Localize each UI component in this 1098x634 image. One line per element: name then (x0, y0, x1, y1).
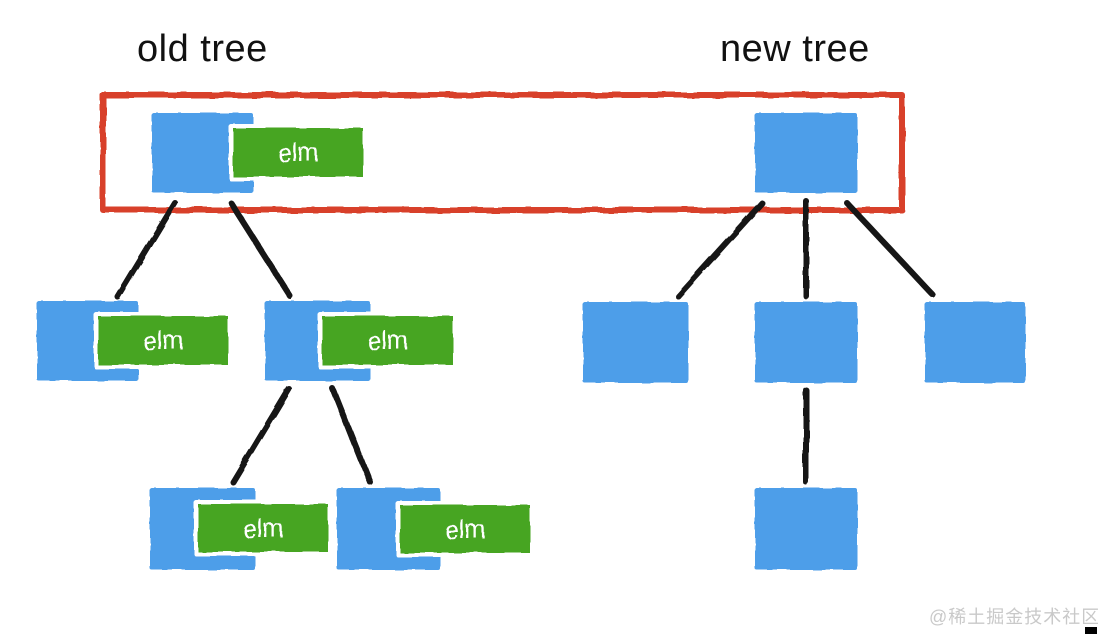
edge-group (115, 198, 935, 485)
new-tree-child-right-node (925, 302, 1025, 383)
old-tree-child-right-elm-label: elm (318, 312, 457, 369)
new-tree-child-middle-node (755, 302, 857, 383)
new-tree-title: new tree (720, 28, 870, 70)
edge-old-root-right (228, 200, 293, 299)
new-tree-grandchild-node (755, 488, 857, 570)
edge-old-root-left (115, 200, 178, 300)
old-tree-grandchild-right-elm-label: elm (396, 501, 534, 557)
new-tree-root-node (755, 113, 857, 193)
edge-new-root-right (844, 200, 935, 297)
old-tree-root-elm-label: elm (229, 124, 367, 181)
root-highlight-box (100, 92, 905, 213)
watermark-text: @稀土掘金技术社区 (929, 607, 1098, 627)
edge-new-root-left (675, 200, 765, 299)
edge-old-child-left (230, 386, 292, 485)
edge-old-child-right (330, 386, 373, 485)
old-tree-grandchild-left-elm-label: elm (194, 500, 332, 556)
new-tree-child-left-node (583, 302, 688, 383)
corner-mark (1085, 627, 1097, 634)
old-tree-title: old tree (137, 28, 268, 70)
old-tree-child-left-elm-label: elm (94, 312, 232, 369)
